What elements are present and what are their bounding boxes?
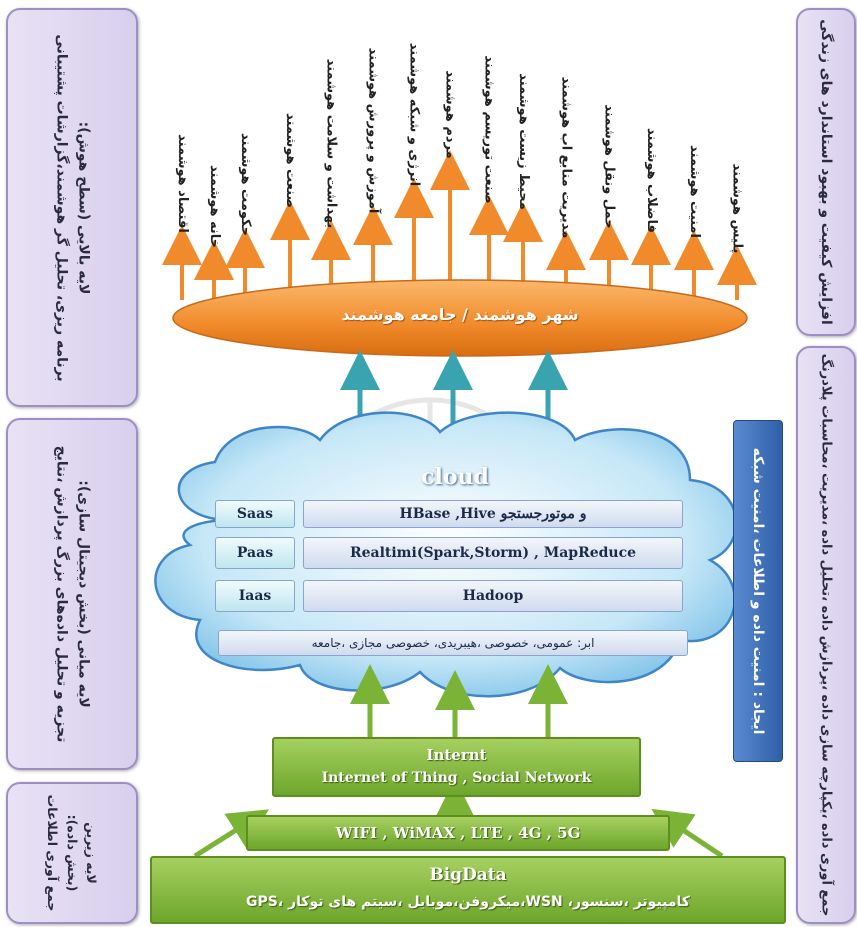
internet-title: Internt	[426, 746, 487, 764]
smart-label: حکومت هوشمند	[237, 133, 253, 236]
left-bottom-text: لایه زیرین (بخش داده): جمع آوری اطلاعات	[43, 795, 101, 912]
right-panel-top: افزایش کیفیت و بهبود استاندارد های زندگی	[796, 8, 856, 336]
right-bottom-text: جمع آوری داده ،یکپارچه سازی داده ،پردازش…	[818, 353, 834, 917]
left-bottom-line-3: جمع آوری اطلاعات	[45, 794, 61, 912]
security-text: ایجاد : امنیت داده و اطلاعات ،امنیت شبکه	[750, 447, 766, 735]
internet-sub: Internet of Thing , Social Network	[321, 770, 592, 786]
cloud-title: cloud	[421, 464, 489, 490]
left-middle-line-2: تجزیه و تحلیل داده‌های بزرگ پردازش ،نتای…	[54, 445, 70, 743]
smart-label: آموزش و پرورش هوشمند	[365, 47, 381, 213]
left-panel-middle: لایه میانی (بخش دیجیتال سازی): تجزیه و ت…	[6, 418, 138, 770]
smart-label: اقتصاد هوشمند	[174, 134, 190, 233]
left-bottom-line-2: (بخش داده):	[64, 814, 80, 892]
bigdata-sub: کامپیوتر ،سنسور، WSN،میکروفن،موبایل ،سیت…	[246, 894, 690, 910]
saas-tag: Saas	[215, 500, 295, 528]
paas-row: Realtimi(Spark,Storm) , MapReduce	[303, 537, 683, 569]
ellipse-label: شهر هوشمند / جامعه هوشمند	[341, 305, 579, 324]
internet-bar: Internt Internet of Thing , Social Netwo…	[272, 737, 641, 797]
bigdata-title: BigData	[429, 865, 507, 885]
left-panel-top: لایه بالایی (سطح هوش): برنامه ریزی، تحلی…	[6, 8, 138, 407]
wifi-bar: WIFI , WiMAX , LTE , 4G , 5G	[246, 815, 670, 851]
left-middle-line-1: لایه میانی (بخش دیجیتال سازی):	[75, 480, 92, 708]
left-top-line-2: برنامه ریزی، تحلیل گر هوشمند،گزارشات پشت…	[54, 33, 70, 382]
left-bottom-line-1: لایه زیرین	[84, 822, 100, 884]
smart-label: امنیت هوشمند	[686, 145, 702, 238]
wifi-text: WIFI , WiMAX , LTE , 4G , 5G	[335, 824, 581, 842]
security-box: ایجاد : امنیت داده و اطلاعات ،امنیت شبکه	[733, 420, 783, 762]
left-top-text: لایه بالایی (سطح هوش): برنامه ریزی، تحلی…	[50, 34, 93, 381]
left-top-line-1: لایه بالایی (سطح هوش):	[75, 121, 92, 294]
green-arrows	[193, 664, 724, 859]
smart-label: فاضلاب هوشمند	[643, 128, 659, 233]
smart-label: انرژی و شبکه هوشمند	[406, 42, 422, 186]
bigdata-bar: BigData کامپیوتر ،سنسور، WSN،میکروفن،موب…	[150, 856, 786, 924]
iaas-tag: Iaas	[215, 580, 295, 612]
smart-label: محیط زیست هوشمند	[515, 73, 531, 210]
smart-label: مردم هوشمند	[442, 69, 458, 159]
smart-label: مدیریت منابع اب هوشمند	[558, 76, 574, 238]
smart-label: حمل ونقل هوشمند	[601, 103, 617, 229]
left-middle-text: لایه میانی (بخش دیجیتال سازی): تجزیه و ت…	[50, 446, 93, 743]
cloud-types-row: ابر: عمومی، خصوصی ،هیبریدی، خصوصی مجازی …	[218, 630, 688, 656]
smart-label: صنعت هوشمند	[282, 113, 298, 208]
saas-row: HBase ,Hive و موتورجستجو	[303, 500, 683, 528]
right-top-text: افزایش کیفیت و بهبود استاندارد های زندگی	[818, 19, 834, 325]
iaas-row: Hadoop	[303, 580, 683, 612]
smart-label: پلیس هوشمند	[729, 163, 745, 253]
right-panel-bottom: جمع آوری داده ،یکپارچه سازی داده ،پردازش…	[796, 346, 856, 924]
left-panel-bottom: لایه زیرین (بخش داده): جمع آوری اطلاعات	[6, 782, 138, 924]
smart-label: بهداشت و سلامت هوشمند	[323, 58, 339, 228]
paas-tag: Paas	[215, 537, 295, 569]
smart-label: خانه هوشمند	[206, 164, 222, 249]
smart-label: صنعت توریسم هوشمند	[481, 54, 497, 204]
